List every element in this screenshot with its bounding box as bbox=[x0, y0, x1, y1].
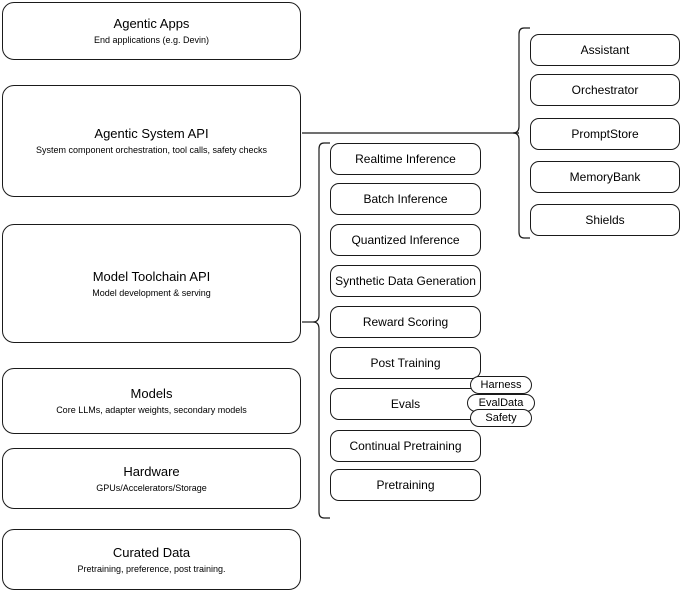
item-label: Realtime Inference bbox=[355, 152, 456, 166]
layer-subtitle: Model development & serving bbox=[92, 287, 211, 298]
item-label: PromptStore bbox=[571, 127, 639, 141]
system-item-promptstore[interactable]: PromptStore bbox=[530, 118, 680, 150]
layer-curated-data[interactable]: Curated Data Pretraining, preference, po… bbox=[2, 529, 301, 590]
item-label: Orchestrator bbox=[571, 83, 639, 97]
layer-hardware[interactable]: Hardware GPUs/Accelerators/Storage bbox=[2, 448, 301, 509]
toolchain-item-reward-scoring[interactable]: Reward Scoring bbox=[330, 306, 481, 338]
item-label: Continual Pretraining bbox=[349, 439, 462, 453]
toolchain-item-post-training[interactable]: Post Training bbox=[330, 347, 481, 379]
pill-label: Harness bbox=[480, 379, 522, 391]
toolchain-item-pretraining[interactable]: Pretraining bbox=[330, 469, 481, 501]
system-item-memorybank[interactable]: MemoryBank bbox=[530, 161, 680, 193]
item-label: Synthetic Data Generation bbox=[335, 274, 476, 288]
item-label: Assistant bbox=[580, 43, 630, 57]
layer-subtitle: End applications (e.g. Devin) bbox=[93, 35, 210, 45]
layer-title: Curated Data bbox=[112, 544, 191, 560]
layer-subtitle: System component orchestration, tool cal… bbox=[35, 145, 268, 155]
layer-title: Hardware bbox=[123, 463, 180, 479]
layer-subtitle: Core LLMs, adapter weights, secondary mo… bbox=[56, 405, 247, 415]
layer-models[interactable]: Models Core LLMs, adapter weights, secon… bbox=[2, 368, 301, 434]
item-label: Evals bbox=[390, 397, 421, 411]
brace-system-components bbox=[512, 27, 530, 239]
toolchain-item-continual-pretraining[interactable]: Continual Pretraining bbox=[330, 430, 481, 462]
system-item-shields[interactable]: Shields bbox=[530, 204, 680, 236]
layer-title: Agentic Apps bbox=[113, 16, 190, 31]
layer-subtitle: Pretraining, preference, post training. bbox=[77, 563, 226, 574]
toolchain-item-realtime-inference[interactable]: Realtime Inference bbox=[330, 143, 481, 175]
item-label: Pretraining bbox=[376, 478, 435, 492]
evals-subcomponent-safety[interactable]: Safety bbox=[470, 409, 532, 427]
layer-subtitle: GPUs/Accelerators/Storage bbox=[96, 482, 207, 493]
item-label: Batch Inference bbox=[363, 192, 448, 206]
layer-model-toolchain-api[interactable]: Model Toolchain API Model development & … bbox=[2, 224, 301, 343]
toolchain-item-synthetic-data-generation[interactable]: Synthetic Data Generation bbox=[330, 265, 481, 297]
pill-label: Safety bbox=[485, 412, 517, 424]
evals-subcomponent-harness[interactable]: Harness bbox=[470, 376, 532, 394]
item-label: Shields bbox=[585, 213, 625, 227]
system-item-orchestrator[interactable]: Orchestrator bbox=[530, 74, 680, 106]
layer-title: Model Toolchain API bbox=[92, 268, 211, 284]
toolchain-item-evals[interactable]: Evals bbox=[330, 388, 481, 420]
pill-label: EvalData bbox=[478, 397, 524, 409]
layer-title: Models bbox=[130, 386, 173, 401]
system-item-assistant[interactable]: Assistant bbox=[530, 34, 680, 66]
item-label: Reward Scoring bbox=[362, 315, 449, 329]
layer-agentic-system-api[interactable]: Agentic System API System component orch… bbox=[2, 85, 301, 197]
toolchain-item-batch-inference[interactable]: Batch Inference bbox=[330, 183, 481, 215]
toolchain-item-quantized-inference[interactable]: Quantized Inference bbox=[330, 224, 481, 256]
brace-toolchain-components bbox=[312, 142, 330, 519]
item-label: Quantized Inference bbox=[351, 233, 460, 247]
item-label: MemoryBank bbox=[569, 170, 641, 184]
layer-title: Agentic System API bbox=[94, 126, 209, 141]
layer-agentic-apps[interactable]: Agentic Apps End applications (e.g. Devi… bbox=[2, 2, 301, 60]
item-label: Post Training bbox=[370, 356, 441, 370]
